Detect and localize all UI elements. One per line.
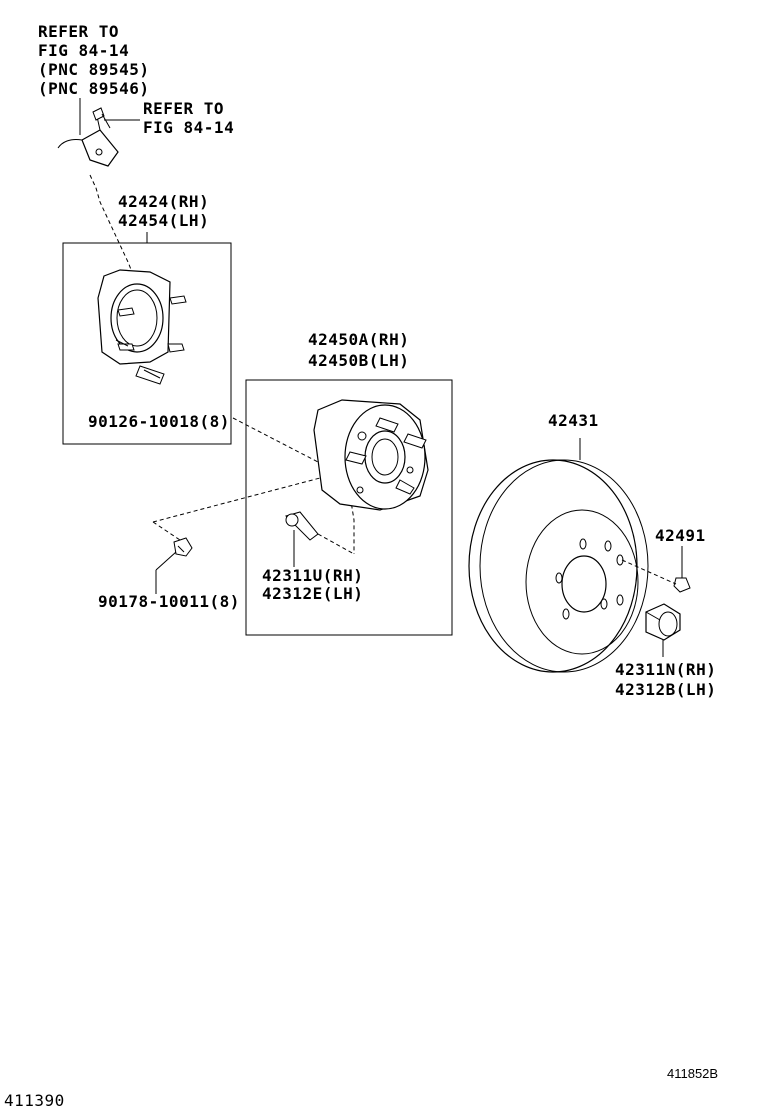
- hub-bolt-dash: [317, 533, 355, 555]
- sensor-ref-label-2: FIG 84-14: [38, 41, 130, 60]
- bolt-ref-label-2: FIG 84-14: [143, 118, 235, 137]
- nut-part: [173, 537, 193, 557]
- nut-label: 90178-10011(8): [98, 592, 240, 611]
- hub-bolt-lh-label: 42312E(LH): [262, 584, 364, 603]
- brake-disc-part: [468, 459, 649, 673]
- nut-leader: [155, 551, 177, 571]
- carrier-bolt-label: 90126-10018(8): [88, 412, 230, 431]
- disc-label: 42431: [548, 411, 599, 430]
- sensor-dash: [89, 174, 133, 273]
- wheel-nut-rh-label: 42311N(RH): [615, 660, 717, 679]
- hub-lh-label: 42450B(LH): [308, 351, 410, 370]
- drawing-number: 411852B: [667, 1066, 719, 1081]
- carrier-lh-label: 42454(LH): [118, 211, 210, 230]
- wheel-nut-lh-label: 42312B(LH): [615, 680, 717, 699]
- hub-bearing-part: [313, 399, 429, 511]
- plug-part: [673, 577, 691, 593]
- sensor-ref-label-3: (PNC 89545): [38, 60, 150, 79]
- wheel-nut-part: [645, 603, 681, 641]
- plug-label: 42491: [655, 526, 706, 545]
- plug-dash: [621, 559, 677, 585]
- carrier-hub-dash: [232, 417, 319, 463]
- sensor-ref-label-1: REFER TO: [38, 22, 120, 41]
- axle-carrier-part: [97, 269, 187, 365]
- sensor-bolt-part: [92, 107, 140, 129]
- hub-rh-label: 42450A(RH): [308, 330, 410, 349]
- bolt-ref-label-1: REFER TO: [143, 99, 225, 118]
- hub-box: [245, 379, 453, 636]
- nut-dash-2: [152, 521, 181, 541]
- carrier-rh-label: 42424(RH): [118, 192, 210, 211]
- sensor-ref-label-4: (PNC 89546): [38, 79, 150, 98]
- nut-dash: [152, 477, 321, 523]
- page-code: 411390: [4, 1091, 65, 1110]
- hub-bolt-part: [285, 511, 319, 541]
- hub-bolt-rh-label: 42311U(RH): [262, 566, 364, 585]
- abs-sensor-part: [57, 111, 119, 167]
- carrier-bolt-part: [135, 365, 165, 385]
